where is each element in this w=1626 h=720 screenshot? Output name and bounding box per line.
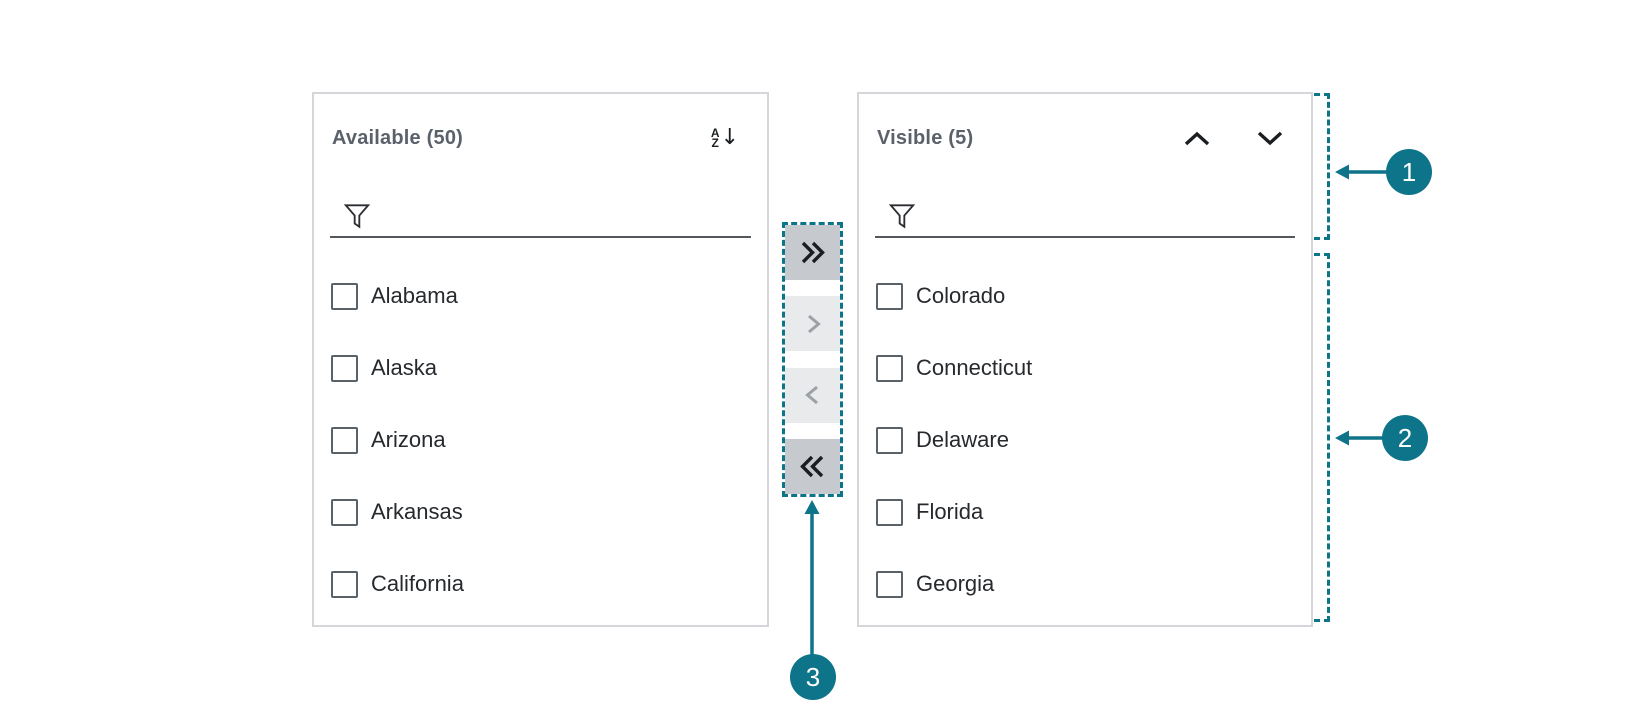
callout-2-bracket [1314, 253, 1330, 622]
double-chevron-left-icon [800, 455, 825, 478]
double-chevron-right-icon [800, 241, 825, 264]
move-all-right-button[interactable] [785, 225, 840, 280]
chevron-down-icon [1257, 131, 1283, 146]
checkbox-unchecked[interactable] [876, 282, 903, 310]
move-right-button [785, 296, 840, 352]
transfer-button-stack [782, 222, 843, 497]
funnel-icon [889, 203, 915, 230]
callout-3-arrow [804, 500, 820, 657]
list-item[interactable]: Delaware [859, 404, 1311, 476]
sort-az-descending-button[interactable]: A Z ↓ [711, 123, 739, 153]
chevron-up-icon [1184, 131, 1210, 146]
checkbox-unchecked[interactable] [876, 354, 903, 382]
available-list: Alabama Alaska Arizona Arkansas Californ… [314, 260, 767, 625]
list-item[interactable]: Connecticut [859, 332, 1311, 404]
list-item[interactable]: Arizona [314, 404, 767, 476]
checkbox-unchecked[interactable] [876, 426, 903, 454]
list-item[interactable]: Alaska [314, 332, 767, 404]
checkbox-unchecked[interactable] [331, 498, 358, 526]
move-item-up-button[interactable] [1184, 123, 1210, 153]
callout-1-arrow [1335, 164, 1390, 180]
available-filter [330, 190, 751, 238]
list-item[interactable]: Arkansas [314, 476, 767, 548]
callout-1-bracket [1314, 93, 1330, 240]
visible-panel: Visible (5) [857, 92, 1313, 627]
list-item[interactable]: California [314, 548, 767, 620]
available-filter-input[interactable] [370, 207, 751, 236]
visible-panel-header: Visible (5) [877, 118, 1283, 158]
move-all-left-button[interactable] [785, 438, 840, 494]
list-item[interactable]: Florida [859, 476, 1311, 548]
chevron-right-icon [801, 313, 825, 335]
visible-filter [875, 190, 1295, 238]
callout-3-badge: 3 [790, 654, 836, 700]
callout-3-number: 3 [805, 661, 821, 692]
list-item[interactable]: Georgia [859, 548, 1311, 620]
callout-2-number: 2 [1397, 422, 1413, 453]
checkbox-unchecked[interactable] [331, 282, 358, 310]
available-panel-title: Available (50) [332, 126, 464, 149]
funnel-icon [344, 203, 370, 230]
checkbox-unchecked[interactable] [331, 426, 358, 454]
callout-2-badge: 2 [1382, 415, 1428, 461]
checkbox-unchecked[interactable] [331, 354, 358, 382]
available-panel: Available (50) A Z ↓ [312, 92, 769, 627]
available-panel-header: Available (50) A Z ↓ [332, 118, 739, 158]
callout-1-number: 1 [1401, 156, 1417, 187]
list-item[interactable]: Alabama [314, 260, 767, 332]
callout-2-arrow [1335, 430, 1386, 446]
move-item-down-button[interactable] [1257, 123, 1283, 153]
checkbox-unchecked[interactable] [876, 570, 903, 598]
visible-filter-input[interactable] [915, 207, 1295, 236]
sort-down-arrow-icon: ↓ [720, 125, 739, 150]
list-item[interactable]: Colorado [859, 260, 1311, 332]
chevron-left-icon [801, 384, 825, 406]
sort-az-icon: A Z [710, 126, 720, 150]
callout-1-badge: 1 [1386, 149, 1432, 195]
visible-list: Colorado Connecticut Delaware Florida Ge… [859, 260, 1311, 625]
checkbox-unchecked[interactable] [331, 570, 358, 598]
checkbox-unchecked[interactable] [876, 498, 903, 526]
visible-panel-title: Visible (5) [877, 126, 974, 149]
move-left-button [785, 367, 840, 423]
